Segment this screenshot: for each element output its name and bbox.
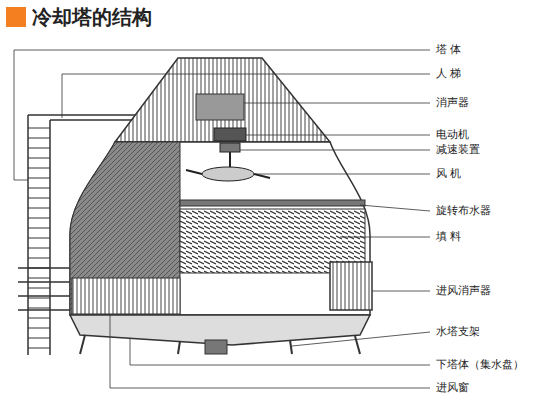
part-label: 旋转布水器 [436,204,491,218]
water-distributor [180,200,365,206]
part-label: 减速装置 [436,143,480,157]
part-label: 消声器 [436,96,469,110]
silencer [196,94,244,120]
fan [202,167,254,181]
part-label: 水塔支架 [436,325,480,339]
part-label: 进风窗 [436,381,469,395]
part-label: 填 料 [436,230,462,244]
part-label: 进风消声器 [436,284,491,298]
part-label: 塔 体 [436,43,462,57]
title: 冷却塔的结构 [32,5,152,29]
part-label: 下塔体（集水盘） [436,358,524,372]
part-label: 人 梯 [436,67,462,81]
leader-line [14,50,430,388]
air-inlet-louver [72,278,180,314]
reducer [220,143,240,152]
inlet-silencer [330,262,372,310]
tower-support [80,335,360,354]
part-label: 电动机 [436,128,469,142]
motor [214,128,246,141]
title-marker [6,7,26,27]
tower-section [70,142,180,315]
part-label: 风 机 [436,167,462,181]
tower-body [70,142,370,315]
tower-roof [115,58,330,142]
